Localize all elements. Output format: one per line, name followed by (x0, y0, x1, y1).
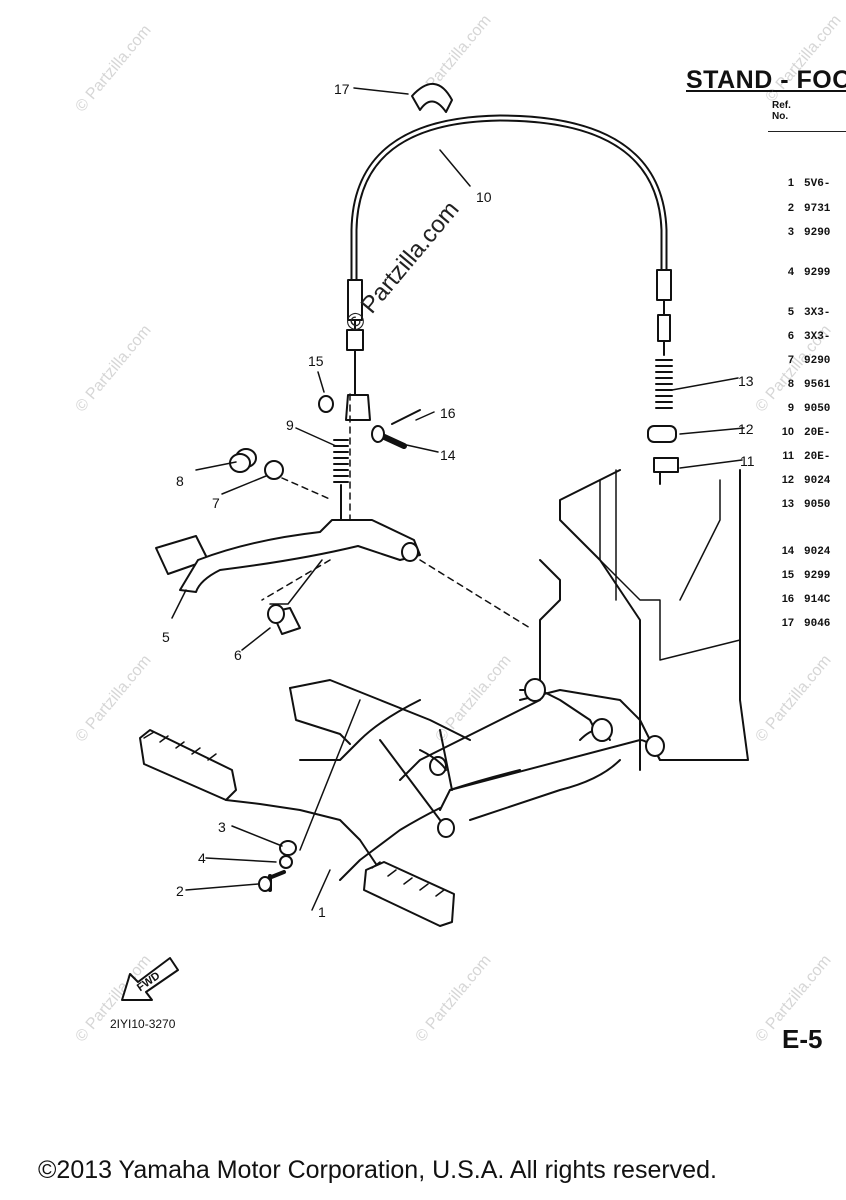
no-label: No. (772, 111, 789, 122)
diagram-code: 2IYI10-3270 (110, 1017, 176, 1031)
callout-11: 11 (740, 453, 755, 469)
ref-label: Ref. (772, 100, 791, 111)
callout-16: 16 (440, 405, 456, 421)
callout-12: 12 (738, 421, 754, 437)
callout-5: 5 (162, 629, 170, 645)
callout-9: 9 (286, 417, 294, 433)
footrest-right (363, 861, 455, 927)
title-stand: STAND (686, 66, 773, 94)
ref-no-header: Ref. No. (772, 100, 791, 122)
copyright-notice: ©2013 Yamaha Motor Corporation, U.S.A. A… (38, 1156, 717, 1184)
callout-2: 2 (176, 883, 184, 899)
frame (559, 469, 749, 761)
table-rule (768, 131, 846, 132)
callout-14: 14 (440, 447, 456, 463)
title-rest: - FOO (772, 66, 846, 94)
footrest-left (139, 729, 237, 801)
callout-1: 1 (318, 904, 326, 920)
callout-10: 10 (476, 189, 492, 205)
callout-17: 17 (334, 81, 350, 97)
callout-13: 13 (738, 373, 754, 389)
callout-4: 4 (198, 850, 206, 866)
callout-3: 3 (218, 819, 226, 835)
fwd-arrow-icon (121, 957, 179, 1001)
page-number: E-5 (782, 1024, 823, 1054)
callout-15: 15 (308, 353, 324, 369)
callout-7: 7 (212, 495, 220, 511)
page-title: STAND - FOO (686, 66, 846, 95)
cable-clamp (411, 83, 453, 113)
callout-8: 8 (176, 473, 184, 489)
callout-6: 6 (234, 647, 242, 663)
